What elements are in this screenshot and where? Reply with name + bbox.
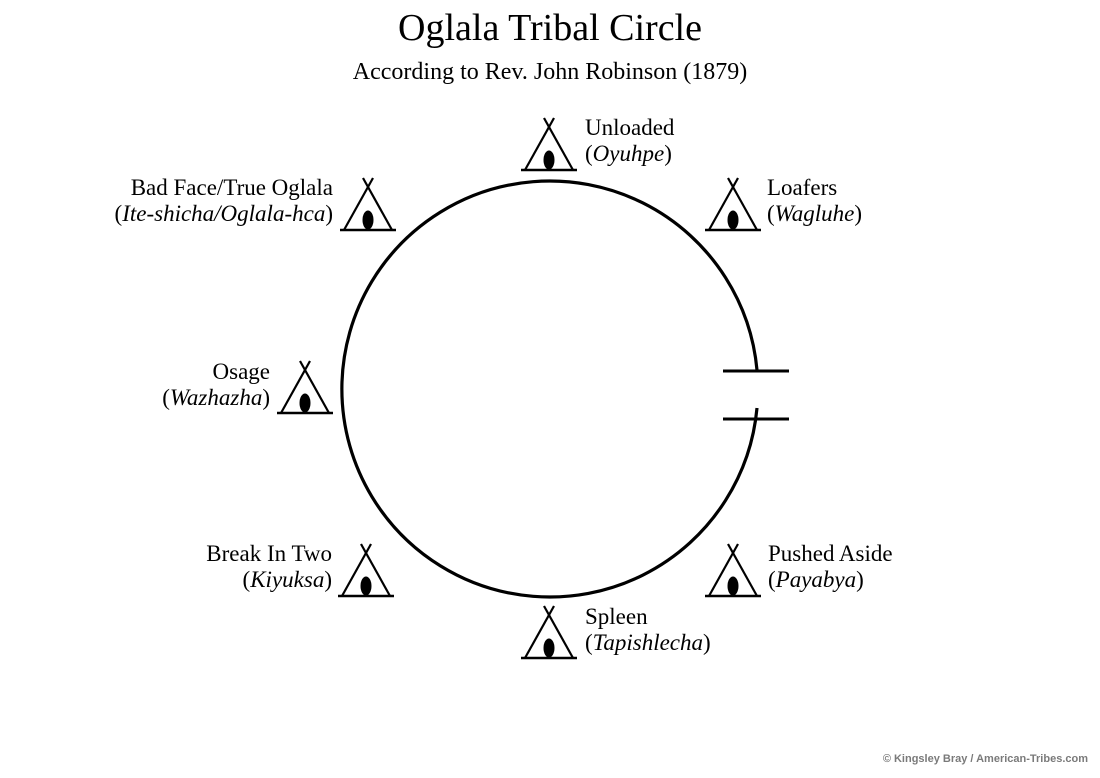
copyright-credit: © Kingsley Bray / American-Tribes.com (882, 753, 1088, 765)
teepee-door (299, 393, 311, 413)
teepee-pole (727, 543, 758, 597)
band-label-spleen: Spleen (Tapishlecha) (585, 604, 711, 655)
teepee-door (362, 210, 374, 230)
teepee-door (543, 150, 555, 170)
band-name: Pushed Aside (768, 541, 893, 566)
band-native-name: Tapishlecha (592, 630, 703, 655)
teepee-icon (521, 117, 577, 172)
teepee-pole (299, 360, 330, 414)
band-label-pushed-aside: Pushed Aside (Payabya) (768, 541, 893, 592)
band-native-name: Payabya (775, 567, 857, 592)
teepee-door (543, 638, 555, 658)
teepee-icon (705, 177, 761, 232)
band-name: Osage (212, 359, 270, 384)
teepee-door (360, 576, 372, 596)
band-name: Bad Face/True Oglala (130, 175, 333, 200)
teepee-door (727, 210, 739, 230)
teepee-pole (360, 543, 391, 597)
teepee-icon (338, 543, 394, 598)
band-name: Loafers (767, 175, 838, 200)
teepee-door (727, 576, 739, 596)
band-name: Break In Two (206, 541, 332, 566)
teepee-icon (340, 177, 396, 232)
teepee-icon (277, 360, 333, 415)
teepee-pole (362, 177, 393, 231)
diagram-title: Oglala Tribal Circle (398, 7, 702, 49)
diagram-subtitle: According to Rev. John Robinson (1879) (352, 59, 748, 85)
band-label-osage: Osage (Wazhazha) (162, 359, 270, 410)
teepee-icon (705, 543, 761, 598)
teepee-pole (543, 117, 574, 171)
band-name: Unloaded (585, 115, 675, 140)
teepee-icon (521, 605, 577, 660)
band-label-bad-face: Bad Face/True Oglala (Ite-shicha/Oglala-… (114, 175, 333, 226)
band-label-unloaded: Unloaded (Oyuhpe) (585, 115, 675, 166)
teepee-pole (543, 605, 574, 659)
teepee-pole (727, 177, 758, 231)
camp-circle (340, 179, 759, 599)
band-native-name: Wazhazha (169, 385, 263, 410)
band-native-name: Ite-shicha/Oglala-hca (122, 201, 326, 226)
band-native-name: Oyuhpe (592, 141, 665, 166)
band-label-loafers: Loafers (Wagluhe) (767, 175, 862, 226)
band-native-name: Wagluhe (774, 201, 855, 226)
band-native-name: Kiyuksa (250, 567, 325, 592)
band-name: Spleen (585, 604, 648, 629)
band-label-break-in-two: Break In Two (Kiyuksa) (206, 541, 332, 592)
